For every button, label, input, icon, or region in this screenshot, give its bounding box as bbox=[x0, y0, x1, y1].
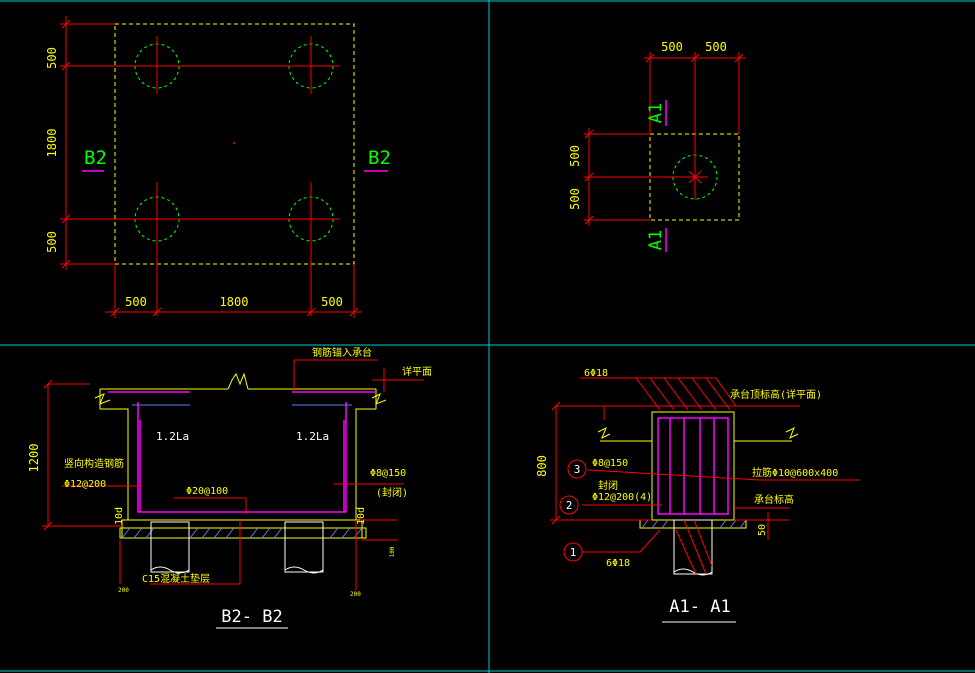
plan1-dim-bottom: 500 bbox=[45, 231, 59, 253]
b2-lap-right: 10d bbox=[356, 507, 367, 525]
plan1-dim-bx-mid: 1800 bbox=[220, 295, 249, 309]
b2-cushion: C15混凝土垫层 bbox=[142, 572, 210, 585]
plan2-cut-top: A1 bbox=[646, 103, 666, 123]
b2-note-top: 钢筋锚入承台 bbox=[312, 346, 372, 359]
a1-dim-50: 50 bbox=[757, 524, 768, 536]
plan2-dim-x-right: 500 bbox=[705, 40, 727, 54]
b2-stirrup-spec: Φ8@150 bbox=[370, 468, 406, 479]
b2-anchor-right: 1.2La bbox=[296, 430, 329, 443]
marker-3-circle bbox=[567, 459, 587, 479]
a1-top-note: 承台顶标高(详平面) bbox=[730, 388, 822, 401]
a1-top-bars: 6Φ18 bbox=[584, 368, 608, 379]
plan1-dim-top: 500 bbox=[45, 47, 59, 69]
a1-tie: 拉筋Φ10@600x400 bbox=[752, 466, 838, 479]
b2-side-bar-label: 竖向构造钢筋 bbox=[64, 457, 124, 470]
a1-waist: Φ12@200(4) bbox=[592, 492, 652, 503]
a1-title: A1- A1 bbox=[669, 597, 730, 617]
a1-stirrup-note: 封闭 bbox=[598, 479, 618, 492]
plan2-dim-x-left: 500 bbox=[661, 40, 683, 54]
b2-dim-200-left: 200 bbox=[118, 587, 129, 594]
a1-bottom-note: 承台标高 bbox=[754, 493, 794, 506]
b2-height: 1200 bbox=[27, 444, 41, 473]
section-b2: 钢筋锚入承台 详平面 1200 1.2La 1.2La 竖向构造钢筋 Φ12@2… bbox=[27, 346, 432, 629]
plan1-cut-right: B2 bbox=[368, 147, 391, 169]
plan2-dim-y-top: 500 bbox=[568, 145, 582, 167]
plan1-dim-bx-right: 500 bbox=[321, 295, 343, 309]
b2-lap-left: 10d bbox=[114, 507, 125, 525]
a1-height: 800 bbox=[535, 455, 549, 477]
plan1-dim-mid: 1800 bbox=[45, 129, 59, 158]
plan-view-a1: 500 500 500 500 A1 A1 bbox=[568, 40, 746, 252]
a1-marker-2: 2 bbox=[566, 499, 573, 512]
b2-note-right: 详平面 bbox=[402, 365, 432, 378]
marker-2-circle bbox=[559, 495, 579, 515]
marker-1-circle bbox=[563, 542, 583, 562]
a1-stirrup: Φ8@150 bbox=[592, 458, 628, 469]
section-a1: 3 2 1 6Φ18 承台顶标高(详平面) 800 Φ8@150 封闭 Φ12@… bbox=[535, 368, 860, 623]
plan2-cut-bottom: A1 bbox=[646, 230, 666, 250]
b2-anchor-left: 1.2La bbox=[156, 430, 189, 443]
b2-stirrup-note: (封闭) bbox=[376, 486, 408, 499]
plan1-dim-bx-left: 500 bbox=[125, 295, 147, 309]
b2-title: B2- B2 bbox=[221, 607, 282, 627]
plan-view-b2: 500 1800 500 500 1800 500 B2 B2 bbox=[45, 16, 391, 318]
a1-bottom-bars: 6Φ18 bbox=[606, 558, 630, 569]
a1-marker-3: 3 bbox=[574, 463, 581, 476]
b2-side-bar-spec: Φ12@200 bbox=[64, 479, 106, 490]
b2-dim-200-right: 200 bbox=[350, 591, 361, 598]
plan2-dim-y-bottom: 500 bbox=[568, 188, 582, 210]
plan1-cut-left: B2 bbox=[84, 147, 107, 169]
a1-marker-1: 1 bbox=[570, 546, 577, 559]
b2-bottom-bar: Φ20@100 bbox=[186, 486, 228, 497]
b2-dim-100-right: 100 bbox=[389, 546, 396, 557]
